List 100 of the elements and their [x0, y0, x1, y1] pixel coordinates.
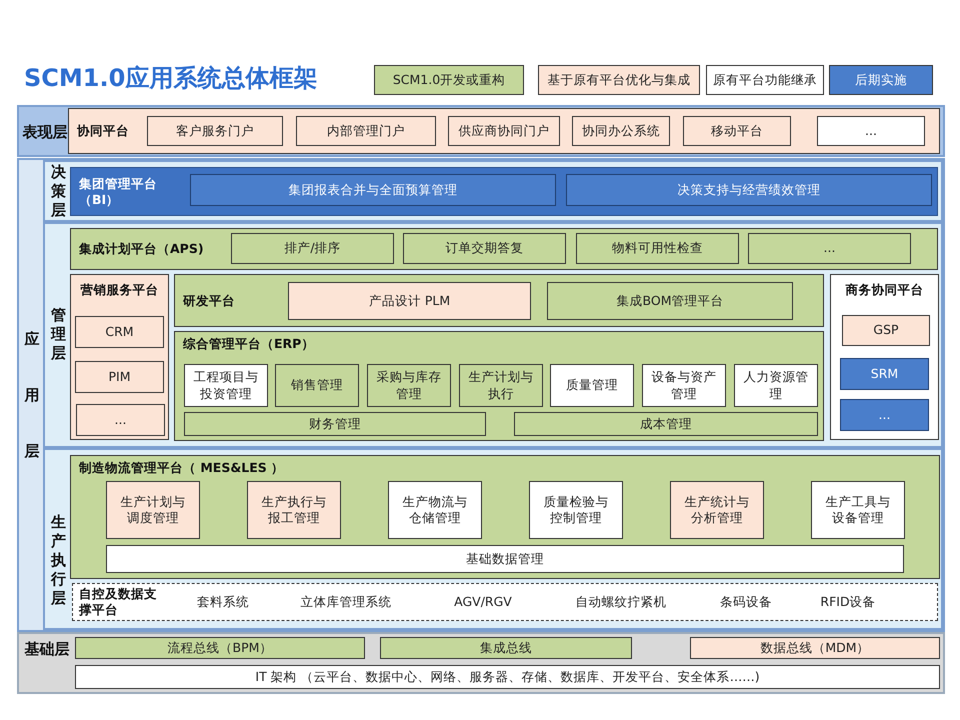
platform-box	[830, 274, 939, 440]
layer-band	[43, 448, 943, 630]
module-box	[75, 361, 164, 393]
legend-text: 原有平台功能继承	[713, 72, 817, 88]
layer-band	[17, 158, 945, 632]
layer-label: 决策层	[50, 162, 67, 220]
module-text: ...	[878, 406, 890, 424]
module-box	[550, 364, 634, 407]
module-text: 物料可用性检查	[612, 240, 703, 257]
legend-text: 基于原有平台优化与集成	[548, 72, 690, 88]
module-text: 供应商协同门户	[458, 122, 550, 140]
platform-heading: 自控及数据支撑平台	[79, 585, 158, 619]
module-box	[184, 412, 486, 436]
module-text: PIM	[108, 368, 130, 386]
platform-heading: 协同平台	[77, 122, 130, 140]
module-text: 成本管理	[640, 416, 692, 432]
module-text: 生产计划与调度管理	[120, 494, 186, 526]
module-box	[547, 282, 793, 320]
legend-text: SCM1.0开发或重构	[392, 72, 506, 88]
layer-band	[43, 222, 943, 448]
layer-band	[17, 105, 945, 157]
module-text: 内部管理门户	[327, 122, 405, 140]
layer-band	[17, 632, 945, 694]
module-box	[459, 364, 543, 407]
module-text: 协同办公系统	[582, 122, 660, 140]
module-box	[748, 233, 911, 264]
module-box	[247, 481, 341, 539]
platform-heading: 商务协同平台	[844, 281, 924, 300]
layer-label: 应用层	[23, 329, 40, 462]
platform-heading: 集成计划平台（APS)	[79, 240, 205, 258]
item-text: 条码设备	[720, 594, 772, 610]
module-box	[642, 364, 726, 407]
platform-box	[70, 455, 940, 579]
layer-label: 生产执行层	[50, 512, 67, 608]
module-box	[367, 364, 451, 407]
module-text: 财务管理	[309, 416, 361, 432]
title: SCM1.0应用系统总体框架	[24, 63, 318, 94]
module-box	[566, 174, 932, 206]
item-text: 套料系统	[197, 594, 249, 610]
module-box	[576, 233, 739, 264]
module-text: 数据总线（MDM）	[760, 640, 870, 656]
module-box	[690, 637, 940, 659]
platform-box	[174, 331, 824, 441]
platform-heading: 研发平台	[183, 292, 236, 310]
module-text: 移动平台	[711, 122, 763, 140]
module-text: 决策支持与经营绩效管理	[678, 182, 820, 198]
layer-label: 管理层	[50, 304, 67, 364]
module-text: ...	[824, 240, 836, 257]
module-box	[572, 116, 670, 146]
module-box	[842, 315, 930, 346]
module-text: 排产/排序	[284, 240, 341, 257]
module-box	[296, 116, 436, 146]
module-box	[811, 481, 905, 539]
module-box	[76, 404, 165, 436]
module-text: 质量检验与控制管理	[542, 494, 610, 526]
module-box	[184, 364, 268, 407]
module-text: ...	[114, 412, 126, 428]
platform-box	[68, 108, 940, 154]
module-text: 人力资源管理	[742, 369, 810, 402]
module-box	[840, 399, 929, 431]
module-text: 生产统计与分析管理	[684, 494, 750, 526]
module-box	[670, 481, 764, 539]
module-box	[683, 116, 791, 146]
module-box	[840, 358, 929, 390]
module-text: 集成BOM管理平台	[616, 292, 724, 310]
platform-heading: 基础层	[24, 638, 70, 660]
module-box	[190, 174, 556, 206]
module-box	[403, 233, 566, 264]
module-box	[734, 364, 818, 407]
module-box	[380, 637, 632, 659]
item-text: 自动螺纹拧紧机	[576, 594, 666, 610]
module-box	[529, 481, 623, 539]
platform-box	[72, 583, 938, 621]
module-box	[147, 116, 283, 146]
module-box	[514, 412, 818, 436]
platform-box	[70, 167, 938, 216]
platform-heading: 表现层	[22, 122, 68, 143]
module-text: 生产工具与设备管理	[824, 494, 892, 526]
platform-heading: 综合管理平台（ERP）	[183, 335, 316, 354]
item-text: AGV/RGV	[454, 594, 512, 610]
item-text: RFID设备	[820, 594, 876, 610]
module-box	[231, 233, 394, 264]
module-box	[75, 316, 164, 348]
module-text: 生产执行与报工管理	[260, 494, 328, 526]
module-box	[448, 116, 560, 146]
module-text: 集团报表合并与全面预算管理	[288, 182, 458, 198]
module-text: ...	[865, 122, 877, 140]
module-text: 生产物流与仓储管理	[402, 494, 468, 526]
module-box	[388, 481, 482, 539]
module-box	[275, 364, 359, 407]
module-text: 客户服务门户	[176, 122, 254, 140]
module-text: 集成总线	[480, 640, 532, 656]
module-text: 基础数据管理	[466, 550, 544, 568]
module-text: 工程项目与投资管理	[192, 369, 260, 402]
module-text: 流程总线（BPM）	[168, 640, 272, 656]
module-box	[817, 116, 925, 146]
module-box	[288, 282, 531, 320]
platform-box	[174, 274, 824, 327]
platform-box	[70, 228, 938, 270]
platform-heading: 集团管理平台（BI）	[79, 174, 158, 208]
